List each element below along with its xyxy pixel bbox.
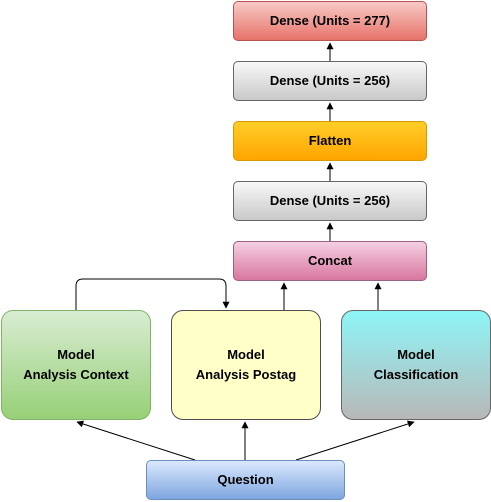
model-classification-line2: Classification	[373, 367, 459, 382]
model-postag-text: Model Analysis Postag	[196, 345, 296, 385]
model-analysis-context: Model Analysis Context	[1, 310, 151, 420]
edge-question-to-classification	[295, 420, 415, 461]
dense-hidden-upper-label: Dense (Units = 256)	[269, 73, 391, 88]
model-classification-line1: Model	[397, 347, 435, 362]
model-context-text: Model Analysis Context	[23, 345, 128, 385]
edge-context-to-postag	[75, 278, 230, 310]
edge-question-to-context	[76, 420, 196, 461]
dense-output-layer: Dense (Units = 277)	[233, 1, 427, 41]
dense-hidden-layer-upper: Dense (Units = 256)	[233, 61, 427, 101]
model-context-line1: Model	[57, 347, 95, 362]
model-analysis-postag: Model Analysis Postag	[171, 310, 321, 420]
dense-hidden-lower-label: Dense (Units = 256)	[269, 193, 391, 208]
concat-layer: Concat	[233, 241, 427, 281]
concat-label: Concat	[307, 253, 353, 268]
model-postag-line2: Analysis Postag	[195, 367, 297, 382]
model-postag-line1: Model	[227, 347, 265, 362]
question-label: Question	[217, 472, 274, 487]
question-input: Question	[146, 460, 345, 500]
flatten-layer: Flatten	[233, 121, 427, 161]
dense-output-label: Dense (Units = 277)	[269, 13, 391, 28]
model-context-line2: Analysis Context	[23, 367, 129, 382]
model-classification-text: Model Classification	[374, 345, 459, 385]
flatten-label: Flatten	[308, 133, 352, 148]
dense-hidden-layer-lower: Dense (Units = 256)	[233, 181, 427, 221]
model-classification: Model Classification	[341, 310, 491, 420]
